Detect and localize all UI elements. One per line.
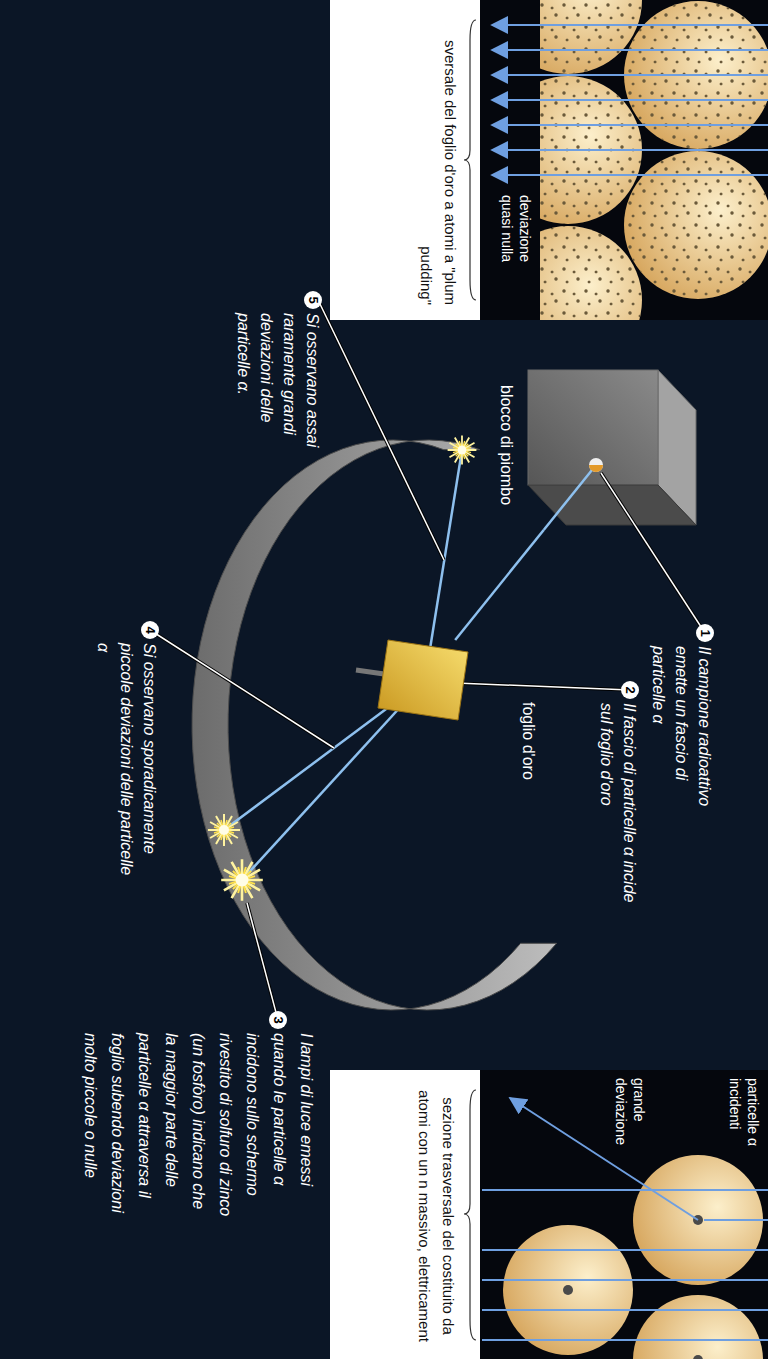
panel-label: grande deviazione [612,1078,648,1156]
plum-pudding-section-part-part [492,174,768,176]
leader-line-part [320,304,444,560]
part-label: foglio d'oro [518,702,538,780]
callout-number: 2 [621,681,639,699]
plum-pudding-section-part-part [492,49,768,51]
leader-line-part [456,683,630,690]
plum-pudding-section [330,0,768,320]
lead-block-figure-part [589,458,603,472]
leader-line-part [150,630,334,748]
leader-line-part [456,683,630,690]
panel-label: deviazione quasi nulla [498,195,534,285]
nuclear-atom-section-part-part [482,1249,768,1251]
leader-line-part [247,903,278,1020]
plum-pudding-section-part-part [540,0,642,74]
light-flash [448,436,477,465]
model-panel: deviazione quasi nulla sversale del fogli… [330,0,768,320]
nuclear-atom-section-part-part [693,1355,703,1359]
plum-pudding-section-part-part [492,99,768,101]
plum-pudding-section-part [492,25,768,175]
gold-foil-figure [378,640,468,720]
nuclear-atom-section [330,1070,768,1359]
plum-pudding-section-part-part [624,151,768,299]
nuclear-atom-section-part-part [633,1295,763,1359]
nuclear-atom-section-part [330,1070,480,1359]
panel-label: particelle α incidenti [726,1078,762,1156]
nuclear-atom-section-part-part [482,1279,768,1281]
callout-text: Il campione radioattivo emette un fascio… [647,646,716,846]
gold-foil-figure-part [378,640,468,720]
nuclear-atom-section-part-part [482,1339,768,1341]
plum-pudding-section-part-part [492,149,768,151]
alpha-beam [455,530,544,640]
light-flash [208,814,240,846]
plum-pudding-section-part [540,0,768,320]
plum-pudding-section-part-part [492,24,768,26]
alpha-beam [544,465,596,530]
nuclear-atom-section-part-part [482,1309,768,1311]
plum-pudding-section-part-part [492,124,768,126]
leader-line-part [320,304,444,560]
lead-block-figure-part [601,473,705,633]
callout-number: 1 [696,624,714,642]
plum-pudding-section-part-part [492,74,768,76]
callout-text: Il fascio di particelle α incide sul fog… [595,703,641,903]
plum-pudding-section-part-part [540,226,642,320]
leader-line-part [150,630,334,748]
lead-block: blocco di piombo [518,355,708,530]
nuclear-atom-section-part-part [563,1285,573,1295]
nuclear-atom-section-part-part [510,1098,698,1220]
panel-caption: sezione trasversale del costituito da at… [412,1085,460,1347]
light-flash [221,859,263,901]
alpha-beam [425,450,462,680]
callout-text: I lampi di luce emessi quando le partice… [77,1033,320,1223]
lead-block-figure-part [589,465,603,472]
nuclear-atom-section-part-part [482,1189,768,1191]
lead-block-figure-part [528,370,658,485]
panel-caption: sversale del foglio d'oro a atomi a "plu… [414,10,462,305]
callout-number: 3 [269,1011,287,1029]
plum-pudding-section-part-part [624,151,768,299]
callout-number: 5 [304,291,322,309]
model-panel: particelle α incidenti grande deviazione s… [330,1070,768,1359]
plum-pudding-section-part [330,0,480,320]
gold-foil: foglio d'oro [378,640,468,720]
plum-pudding-section-part [464,20,476,300]
nuclear-atom-section-part [503,1155,763,1359]
part-label: blocco di piombo [496,385,516,505]
gold-foil-figure-part [356,670,384,674]
nuclear-atom-section-part-part [704,1219,768,1221]
detector-screen [192,440,557,1010]
lead-block-figure-part [601,473,705,633]
callout-text: Si osservano assai raramente grandi devi… [232,313,324,458]
nuclear-atom-section-part [464,1090,476,1340]
nuclear-atom-section-part-part [503,1225,633,1355]
callout-number: 4 [141,621,159,639]
callout-text: Si osservano sporadicamente piccole devi… [92,643,161,878]
lead-block-figure [518,355,708,530]
leader-line-part [247,903,278,1020]
